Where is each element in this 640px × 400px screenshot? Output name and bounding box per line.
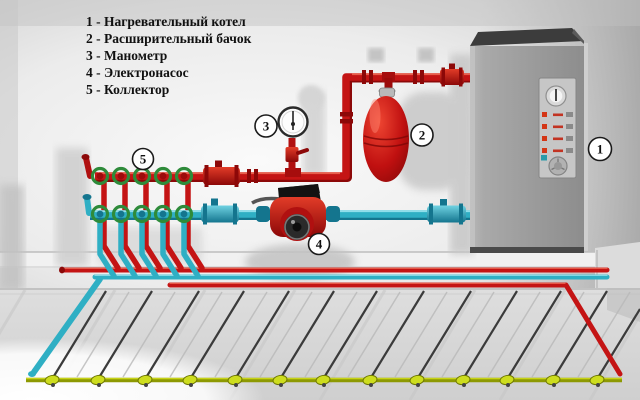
loop-return-lines bbox=[76, 291, 631, 378]
legend-item-expansion-tank: 2 - Расширительный бачок bbox=[86, 31, 252, 46]
boiler-indicator-rows bbox=[542, 112, 573, 153]
return-valve-left bbox=[201, 198, 239, 225]
air-vent bbox=[83, 155, 93, 179]
boiler bbox=[470, 28, 588, 253]
supply-pipe-base-lower bbox=[167, 282, 623, 377]
supply-pipe-red bbox=[81, 63, 476, 187]
return-drops bbox=[97, 215, 201, 279]
supply-valve-manifold bbox=[203, 160, 240, 187]
legend-item-manometer: 3 - Манометр bbox=[86, 48, 168, 63]
expansion-tank bbox=[363, 87, 409, 182]
callout-manometer-number: 3 bbox=[263, 119, 270, 134]
callout-boiler: 1 bbox=[587, 136, 613, 162]
supply-valve-top bbox=[440, 63, 464, 87]
return-valve-right bbox=[427, 199, 466, 225]
supply-drops bbox=[101, 177, 205, 271]
return-pipe-floor-diagonal bbox=[31, 276, 103, 375]
collector-manifold bbox=[90, 166, 194, 224]
return-end-cap bbox=[84, 195, 92, 216]
callout-expansion-tank-number: 2 bbox=[419, 128, 426, 143]
boiler-top bbox=[470, 28, 584, 46]
pipe-unions bbox=[247, 70, 424, 183]
legend: 1 - Нагревательный котел 2 - Расширитель… bbox=[86, 13, 251, 98]
legend-item-collector: 5 - Коллектор bbox=[86, 82, 170, 97]
floor-heating-loops bbox=[26, 290, 640, 387]
loop-fittings bbox=[44, 374, 605, 387]
callout-pump-number: 4 bbox=[316, 237, 323, 252]
callout-collector: 5 bbox=[131, 147, 155, 171]
pressure-gauge bbox=[277, 106, 309, 177]
legend-item-boiler: 1 - Нагревательный котел bbox=[86, 14, 246, 29]
tank-cap bbox=[379, 87, 395, 98]
base-distribution-pipes bbox=[28, 266, 623, 377]
callout-manometer: 3 bbox=[254, 114, 278, 138]
loop-supply-lines bbox=[53, 290, 640, 377]
collector-drop-pipes bbox=[97, 177, 205, 279]
legend-item-pump: 4 - Электронасос bbox=[86, 65, 189, 80]
circulation-pump bbox=[251, 184, 340, 241]
return-manifold-valves bbox=[90, 204, 194, 224]
boiler-power-button bbox=[541, 155, 547, 161]
callout-boiler-number: 1 bbox=[597, 142, 604, 157]
callout-collector-number: 5 bbox=[140, 152, 147, 167]
gauge-valve bbox=[285, 147, 299, 162]
tank-tee bbox=[382, 72, 395, 82]
callout-expansion-tank: 2 bbox=[410, 123, 434, 147]
fitting-bolts bbox=[51, 383, 600, 387]
callout-pump: 4 bbox=[307, 232, 331, 256]
boiler-control-panel bbox=[538, 77, 577, 179]
